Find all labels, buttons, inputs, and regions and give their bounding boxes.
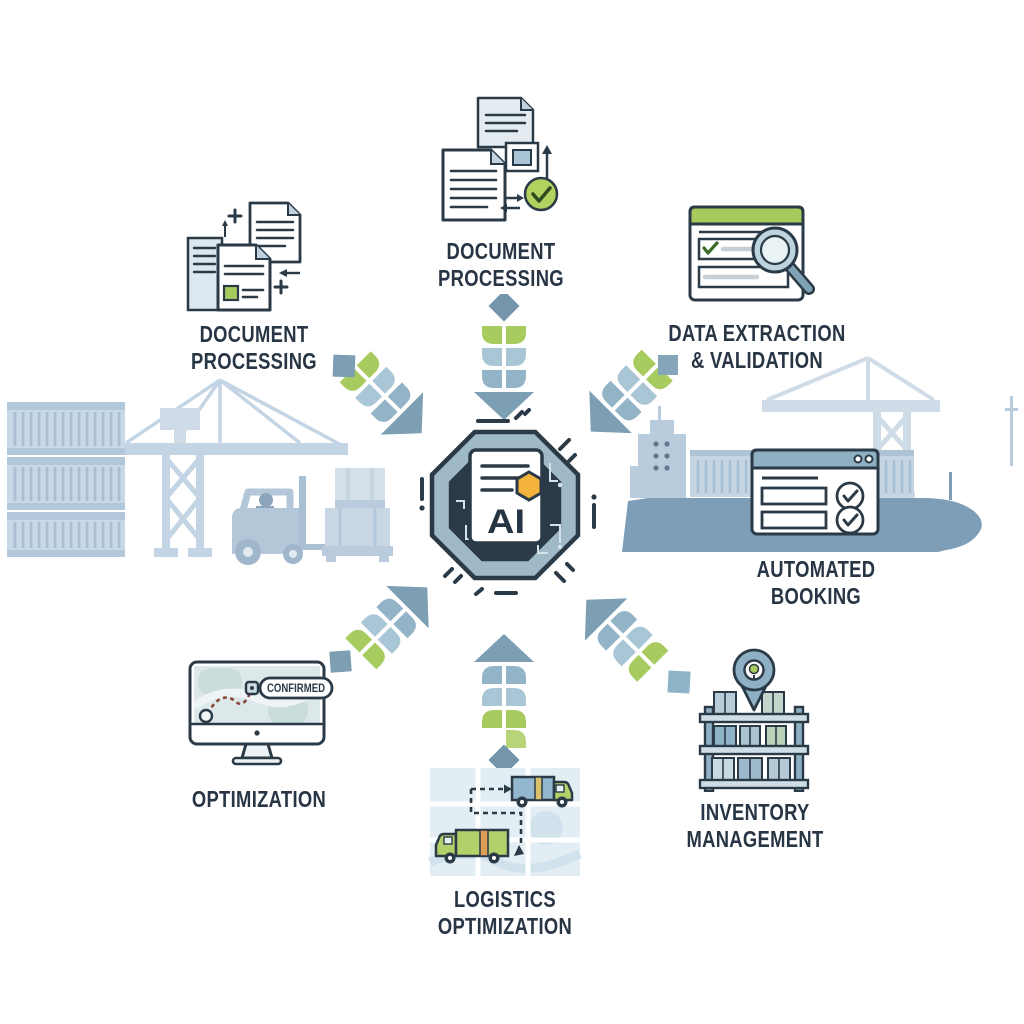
green-field-icon [222, 284, 240, 302]
location-pin-icon [732, 648, 776, 712]
hexagon-chip-icon [515, 470, 543, 502]
document-processing-top-icon [441, 96, 559, 222]
circuit-dashes [420, 408, 596, 596]
container-stack [7, 402, 125, 557]
ai-label: AI [487, 503, 525, 541]
crane-tower [154, 455, 212, 557]
arrow-bottom-to-hub [474, 634, 534, 776]
data-extraction-icon [688, 205, 815, 302]
label-automated-booking: AUTOMATED BOOKING [756, 556, 876, 609]
route-dashed-path [469, 787, 523, 846]
label-inventory-management: INVENTORY MANAGEMENT [686, 799, 824, 852]
magnifier-icon [751, 226, 815, 295]
pallet-boxes [322, 468, 393, 562]
ai-hub-icon: AI [419, 408, 597, 596]
logistics-optimization-icon [428, 768, 582, 876]
check-circle-icon [523, 176, 559, 212]
label-optimization: OPTIMIZATION [191, 786, 327, 812]
document-processing-left-icon [186, 201, 302, 312]
arrow-tail-square-topright [658, 355, 678, 375]
ship-superstructure [630, 406, 686, 498]
forklift [232, 476, 331, 565]
truck-green-icon [434, 828, 510, 864]
optimization-monitor-icon: CONFIRMED [188, 660, 334, 766]
automated-booking-icon [750, 448, 880, 536]
label-document-processing-top: DOCUMENT PROCESSING [438, 238, 564, 291]
arrow-top-to-hub [474, 294, 534, 420]
port-containers-crane-forklift-graphic [7, 378, 393, 565]
arrow-tail-square-topleft [332, 354, 356, 378]
label-logistics-optimization: LOGISTICS OPTIMIZATION [437, 886, 573, 939]
confirmed-badge: CONFIRMED [258, 676, 334, 700]
label-data-extraction: DATA EXTRACTION & VALIDATION [668, 320, 846, 373]
arrow-tail-square-bottomright [667, 670, 691, 694]
inventory-management-icon [698, 648, 810, 792]
label-document-processing-left: DOCUMENT PROCESSING [191, 321, 317, 374]
truck-blue-icon [510, 775, 574, 808]
svg-text:CONFIRMED: CONFIRMED [267, 681, 325, 695]
crane-cables [125, 378, 346, 449]
